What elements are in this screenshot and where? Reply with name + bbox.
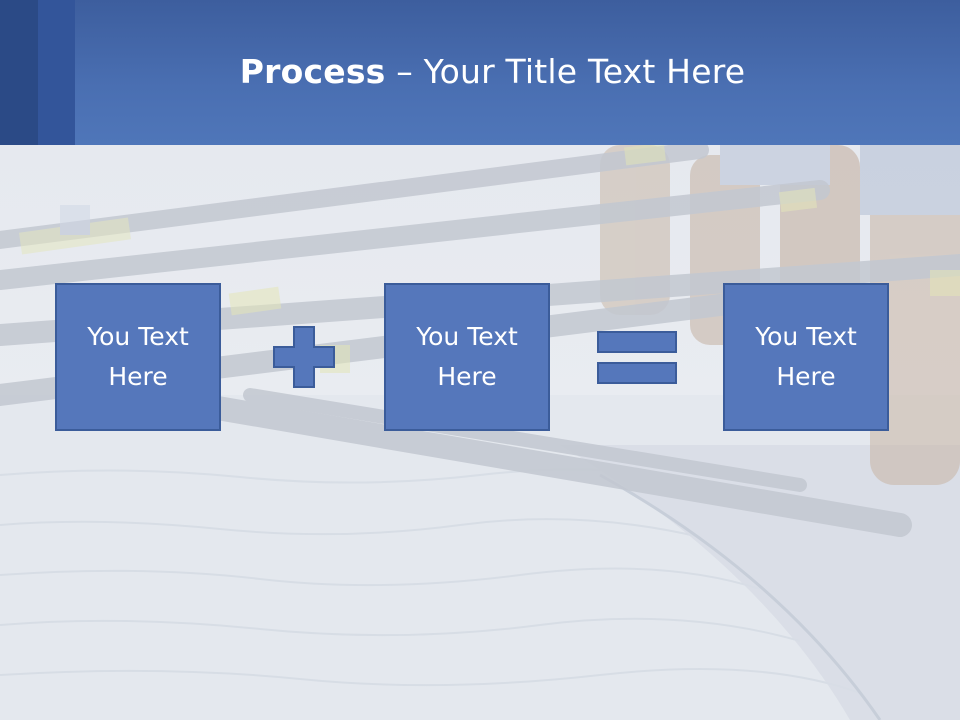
process-box-1-line1: You Text <box>87 322 189 351</box>
process-box-3-line2: Here <box>776 362 836 391</box>
title-bar: Process – Your Title Text Here <box>0 0 960 145</box>
plus-icon <box>273 326 335 388</box>
process-box-2[interactable]: You Text Here <box>384 283 550 431</box>
process-box-2-line1: You Text <box>416 322 518 351</box>
process-box-1[interactable]: You Text Here <box>55 283 221 431</box>
rowing-photo-illustration <box>0 145 960 720</box>
slide-title[interactable]: Process – Your Title Text Here <box>0 52 960 91</box>
background-photo-rowing <box>0 145 960 720</box>
process-box-2-line2: Here <box>437 362 497 391</box>
header-accent-stripe <box>0 0 38 145</box>
header-accent-stripe-light <box>38 0 75 145</box>
title-bold: Process <box>239 52 386 91</box>
equals-icon <box>597 331 677 384</box>
process-box-3[interactable]: You Text Here <box>723 283 889 431</box>
title-rest: – Your Title Text Here <box>385 52 746 91</box>
process-box-1-line2: Here <box>108 362 168 391</box>
process-box-3-line1: You Text <box>755 322 857 351</box>
